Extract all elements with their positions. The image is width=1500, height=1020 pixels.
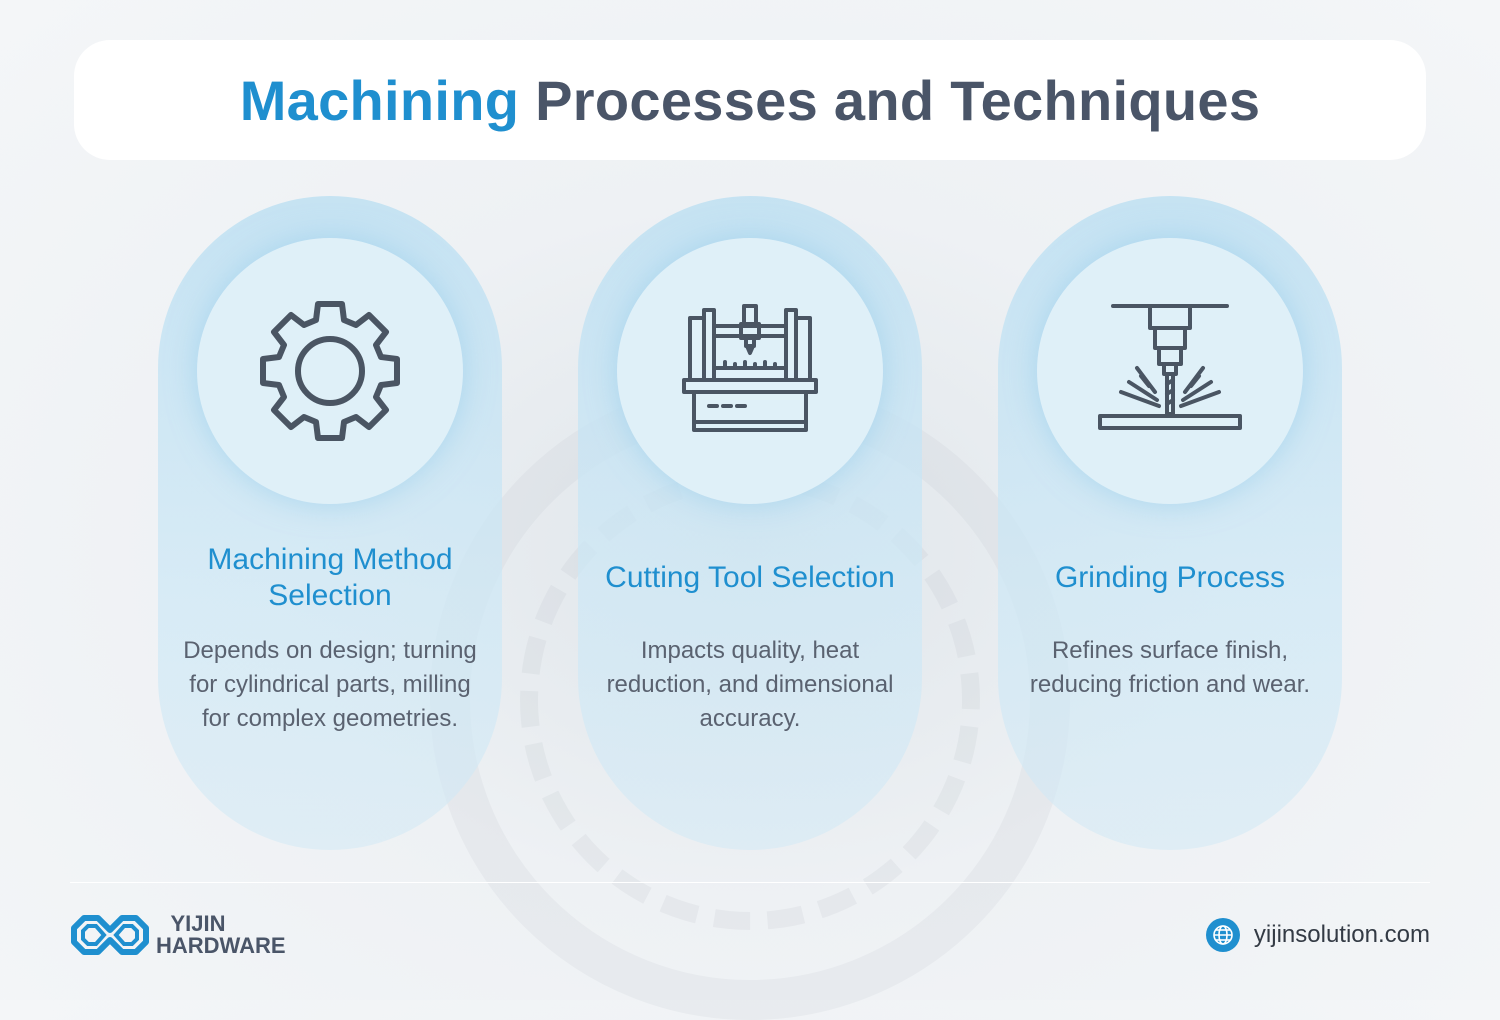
icon-circle (197, 238, 463, 504)
grinding-spindle-icon (1098, 304, 1242, 430)
website-link[interactable]: yijinsolution.com (1205, 918, 1430, 952)
card-description: Impacts quality, heat reduction, and dim… (606, 637, 894, 732)
card-cutting-tool: Cutting Tool Selection Impacts quality, … (578, 196, 922, 850)
logo-line2: HARDWARE (156, 933, 286, 958)
card-description: Depends on design; turning for cylindric… (183, 637, 477, 732)
logo-wordmark: YIJIN HARDWARE (156, 913, 286, 957)
website-url[interactable]: yijinsolution.com (1253, 921, 1430, 948)
company-logo[interactable]: YIJIN HARDWARE (70, 912, 286, 958)
title-highlight: Machining (239, 68, 520, 132)
cnc-machine-icon (682, 304, 818, 432)
card-heading: Machining Method Selection (207, 543, 453, 612)
gear-icon (260, 301, 400, 441)
footer-divider (70, 882, 1430, 883)
icon-circle (617, 238, 883, 504)
logo-line1: YIJIN (170, 911, 226, 936)
card-description: Refines surface finish, reducing frictio… (1029, 637, 1311, 698)
icon-circle (1037, 238, 1303, 504)
page-title: Machining Processes and Techniques (240, 68, 1261, 133)
card-heading: Cutting Tool Selection (605, 561, 895, 594)
title-banner: Machining Processes and Techniques (74, 40, 1426, 160)
card-grinding: Grinding Process Refines surface finish,… (998, 196, 1342, 850)
globe-icon (1205, 918, 1240, 952)
title-rest: Processes and Techniques (535, 68, 1261, 132)
card-machining-method: Machining Method Selection Depends on de… (158, 196, 502, 850)
card-heading: Grinding Process (1054, 561, 1286, 594)
infinity-logo-icon (71, 915, 149, 955)
